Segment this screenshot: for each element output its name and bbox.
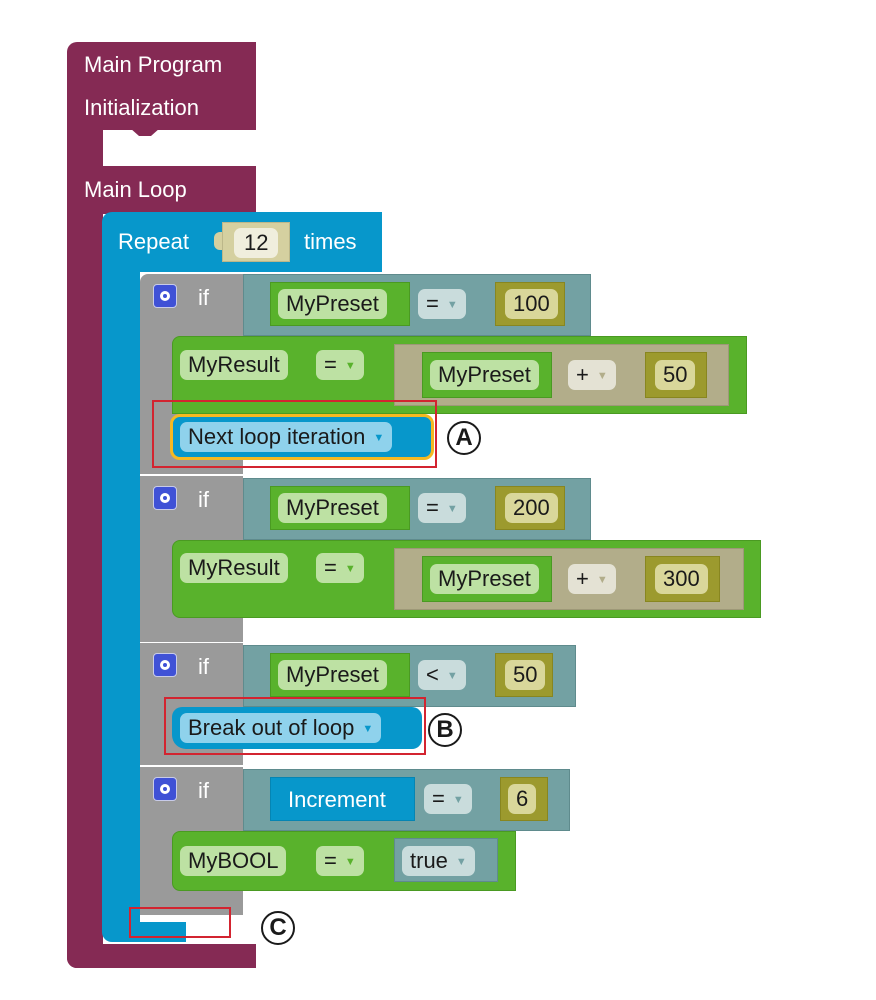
target-variable-field[interactable]: MyBOOL: [180, 846, 287, 876]
expr-number-field[interactable]: 300: [655, 564, 708, 594]
repeat-spine: [102, 270, 140, 942]
number-field[interactable]: 200: [505, 493, 558, 523]
annotation-c: C: [261, 911, 295, 945]
target-variable-field[interactable]: MyResult: [180, 553, 288, 583]
number-field[interactable]: 100: [505, 289, 558, 319]
target-variable-field[interactable]: MyResult: [180, 350, 288, 380]
gear-icon[interactable]: [153, 777, 177, 801]
initialization-label: Initialization: [84, 95, 199, 120]
repeat-label: Repeat: [118, 229, 189, 254]
if-keyword: if: [198, 285, 209, 310]
operator-dropdown[interactable]: =▼: [418, 289, 466, 319]
main-program-block[interactable]: [67, 42, 256, 130]
main-loop-label: Main Loop: [84, 177, 187, 202]
operator-dropdown[interactable]: =▼: [418, 493, 466, 523]
expr-variable-field[interactable]: MyPreset: [430, 564, 539, 594]
if-keyword: if: [198, 487, 209, 512]
main-program-spine: [67, 128, 103, 968]
expr-number-field[interactable]: 50: [655, 360, 696, 390]
assign-operator-dropdown[interactable]: =▼: [316, 846, 364, 876]
if-keyword: if: [198, 778, 209, 803]
operator-dropdown[interactable]: =▼: [424, 784, 472, 814]
increment-label: Increment: [288, 787, 386, 812]
boolean-dropdown[interactable]: true▼: [402, 846, 475, 876]
assign-operator-dropdown[interactable]: =▼: [316, 350, 364, 380]
operator-dropdown[interactable]: <▼: [418, 660, 466, 690]
number-field[interactable]: 6: [508, 784, 537, 814]
if-block-4-footer: [140, 893, 243, 915]
highlight-box-c: [129, 907, 231, 938]
main-program-title: Main Program: [84, 52, 223, 77]
highlight-box-a: [152, 400, 437, 468]
gear-icon[interactable]: [153, 653, 177, 677]
initialization-slot[interactable]: [103, 130, 256, 166]
annotation-b: B: [428, 713, 462, 747]
highlight-box-b: [164, 697, 426, 755]
repeat-suffix: times: [304, 229, 357, 254]
variable-field[interactable]: MyPreset: [278, 289, 387, 319]
annotation-a: A: [447, 421, 481, 455]
main-loop-header: [67, 166, 256, 214]
expr-operator-dropdown[interactable]: +▼: [568, 564, 616, 594]
repeat-count-field[interactable]: 12: [234, 228, 279, 258]
number-field[interactable]: 50: [505, 660, 546, 690]
variable-field[interactable]: MyPreset: [278, 493, 387, 523]
expr-variable-field[interactable]: MyPreset: [430, 360, 539, 390]
control-dropdown[interactable]: Next loop iteration▼: [180, 422, 393, 452]
expr-operator-dropdown[interactable]: +▼: [568, 360, 616, 390]
main-program-footer: [67, 944, 256, 968]
socket-tab: [214, 232, 222, 250]
control-dropdown[interactable]: Break out of loop▼: [180, 713, 382, 743]
assign-operator-dropdown[interactable]: =▼: [316, 553, 364, 583]
initialization-notch: [130, 128, 160, 136]
gear-icon[interactable]: [153, 486, 177, 510]
if-keyword: if: [198, 654, 209, 679]
variable-field[interactable]: MyPreset: [278, 660, 387, 690]
gear-icon[interactable]: [153, 284, 177, 308]
increment-variable-block[interactable]: [270, 777, 415, 821]
